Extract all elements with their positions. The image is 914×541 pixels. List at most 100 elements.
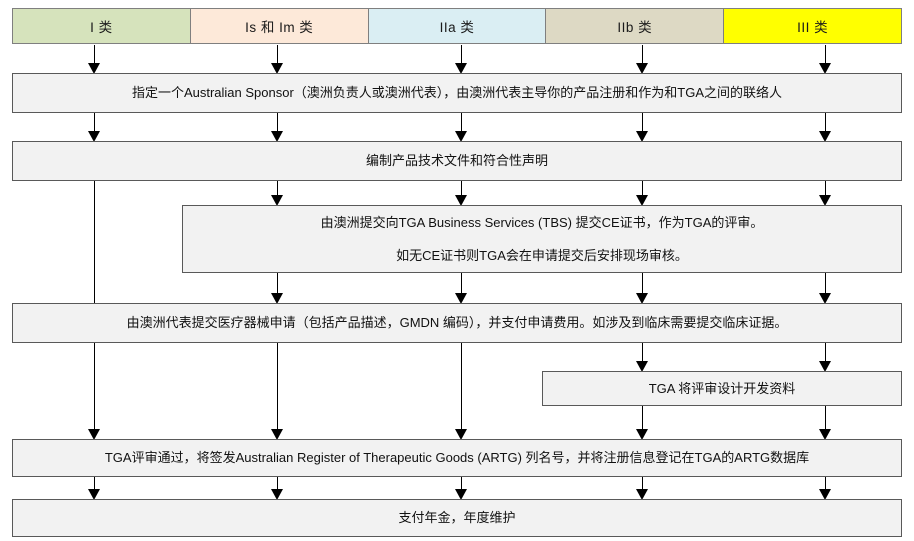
step-text-sponsor: 指定一个Australian Sponsor（澳洲负责人或澳洲代表），由澳洲代表… [131, 85, 783, 101]
step-text-ce-certificate-line1: 由澳洲提交向TGA Business Services (TBS) 提交CE证书… [320, 214, 764, 230]
step-box-ce-certificate[interactable]: 由澳洲提交向TGA Business Services (TBS) 提交CE证书… [182, 205, 902, 273]
connector-stem [461, 343, 462, 429]
connector-stem [642, 477, 643, 489]
connector-arrow-col-iib-row1 [636, 45, 649, 74]
connector-stem [94, 113, 95, 131]
step-text-annual-fee: 支付年金，年度维护 [398, 510, 516, 526]
connector-stem [94, 477, 95, 489]
connector-arrow-col-is-im-row3 [271, 181, 284, 206]
class-header-label-iii: III 类 [797, 20, 829, 35]
device-class-header-row: I 类 Is 和 Im 类 IIa 类 IIb 类 III 类 [12, 8, 902, 44]
connector-arrow-col-iib-row4 [636, 273, 649, 304]
connector-stem [825, 273, 826, 293]
connector-stem [642, 113, 643, 131]
arrowhead-icon [88, 489, 100, 500]
arrowhead-icon [819, 195, 831, 206]
class-header-cell-iii[interactable]: III 类 [723, 8, 902, 44]
class-header-label-iia: IIa 类 [439, 20, 475, 35]
connector-arrow-col-iia-row2 [455, 113, 468, 142]
connector-arrow-col-iia-row6 [455, 477, 468, 500]
arrowhead-icon [636, 361, 648, 372]
class-header-cell-iia[interactable]: IIa 类 [367, 8, 546, 44]
step-box-technical-file[interactable]: 编制产品技术文件和符合性声明 [12, 141, 902, 181]
connector-stem [277, 273, 278, 293]
connector-arrow-col-iib-row5 [636, 406, 649, 440]
connector-arrow-col-iii-to-design-review [819, 343, 832, 372]
connector-arrow-col-iia-row4 [455, 273, 468, 304]
connector-stem [461, 477, 462, 489]
arrowhead-icon [455, 63, 467, 74]
step-text-ce-certificate-line2: 如无CE证书则TGA会在申请提交后安排现场审核。 [396, 248, 688, 263]
arrowhead-icon [819, 361, 831, 372]
step-text-artg-listing: TGA评审通过，将签发Australian Register of Therap… [104, 450, 810, 466]
arrowhead-icon [271, 429, 283, 440]
step-text-technical-file: 编制产品技术文件和符合性声明 [365, 153, 548, 169]
connector-stem [642, 343, 643, 361]
connector-line-col-i-bypass-ce [88, 181, 101, 303]
step-box-design-review[interactable]: TGA 将评审设计开发资料 [542, 371, 902, 406]
connector-stem [94, 181, 95, 303]
connector-arrow-col-iii-row4 [819, 273, 832, 304]
connector-stem [461, 273, 462, 293]
connector-stem [642, 406, 643, 429]
connector-arrow-col-is-im-row6 [271, 477, 284, 500]
connector-stem [461, 113, 462, 131]
connector-stem [461, 181, 462, 195]
arrowhead-icon [819, 63, 831, 74]
connector-stem [94, 343, 95, 429]
connector-stem [825, 181, 826, 195]
arrowhead-icon [819, 293, 831, 304]
step-box-sponsor[interactable]: 指定一个Australian Sponsor（澳洲负责人或澳洲代表），由澳洲代表… [12, 73, 902, 113]
arrowhead-icon [819, 489, 831, 500]
connector-stem [825, 477, 826, 489]
class-header-label-is-im: Is 和 Im 类 [245, 20, 314, 35]
step-box-annual-fee[interactable]: 支付年金，年度维护 [12, 499, 902, 537]
connector-stem [642, 273, 643, 293]
connector-arrow-col-iii-row6 [819, 477, 832, 500]
arrowhead-icon [88, 131, 100, 142]
arrowhead-icon [636, 489, 648, 500]
connector-arrow-col-iii-row2 [819, 113, 832, 142]
arrowhead-icon [455, 131, 467, 142]
class-header-label-i: I 类 [90, 20, 113, 35]
arrowhead-icon [636, 131, 648, 142]
connector-arrow-col-is-im-row2 [271, 113, 284, 142]
connector-stem [94, 45, 95, 63]
arrowhead-icon [271, 63, 283, 74]
connector-arrow-col-iii-row3 [819, 181, 832, 206]
class-header-cell-i[interactable]: I 类 [12, 8, 190, 44]
arrowhead-icon [636, 195, 648, 206]
connector-stem [825, 113, 826, 131]
class-header-cell-iib[interactable]: IIb 类 [545, 8, 724, 44]
connector-stem [825, 406, 826, 429]
connector-arrow-col-is-im-row1 [271, 45, 284, 74]
arrowhead-icon [88, 429, 100, 440]
arrowhead-icon [455, 489, 467, 500]
arrowhead-icon [271, 489, 283, 500]
connector-arrow-col-iib-to-design-review [636, 343, 649, 372]
connector-arrow-col-iia-row1 [455, 45, 468, 74]
connector-arrow-col-iii-row1 [819, 45, 832, 74]
class-header-cell-is-im[interactable]: Is 和 Im 类 [189, 8, 368, 44]
connector-arrow-col-iii-row5 [819, 406, 832, 440]
class-header-label-iib: IIb 类 [617, 20, 653, 35]
arrowhead-icon [271, 293, 283, 304]
connector-stem [642, 181, 643, 195]
connector-arrow-col-iia-to-artg [455, 343, 468, 440]
arrowhead-icon [455, 293, 467, 304]
connector-arrow-col-iib-row2 [636, 113, 649, 142]
connector-stem [277, 343, 278, 429]
connector-stem [277, 477, 278, 489]
arrowhead-icon [455, 429, 467, 440]
arrowhead-icon [455, 195, 467, 206]
step-box-application[interactable]: 由澳洲代表提交医疗器械申请（包括产品描述，GMDN 编码），并支付申请费用。如涉… [12, 303, 902, 343]
step-box-artg-listing[interactable]: TGA评审通过，将签发Australian Register of Therap… [12, 439, 902, 477]
connector-arrow-col-i-row1 [88, 45, 101, 74]
connector-arrow-col-is-im-row4 [271, 273, 284, 304]
connector-arrow-col-i-row6 [88, 477, 101, 500]
arrowhead-icon [88, 63, 100, 74]
connector-arrow-col-is-im-to-artg [271, 343, 284, 440]
connector-arrow-col-iib-row6 [636, 477, 649, 500]
connector-arrow-col-i-to-artg [88, 343, 101, 440]
